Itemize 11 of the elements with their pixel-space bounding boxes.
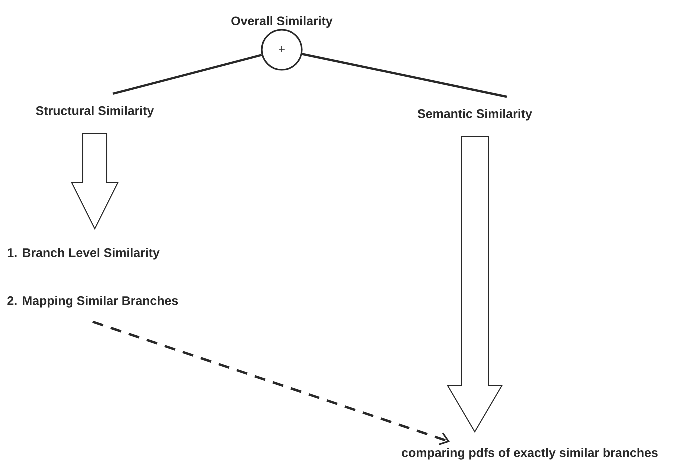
label-text: Semantic Similarity (418, 109, 532, 121)
label-text: 1. Branch Level Similarity (8, 248, 160, 260)
label-text: 2. Mapping Similar Branches (8, 296, 178, 308)
block-arrow (71, 134, 119, 230)
block-arrow (447, 136, 503, 433)
heading: Overall Similarity (232, 16, 333, 28)
connector-line (302, 53, 508, 98)
label-text: comparing pdfs of exactly similar branches (402, 448, 658, 460)
label-text: Structural Similarity (36, 106, 154, 118)
connector-line (112, 54, 262, 96)
dashed-arrow (92, 320, 450, 446)
